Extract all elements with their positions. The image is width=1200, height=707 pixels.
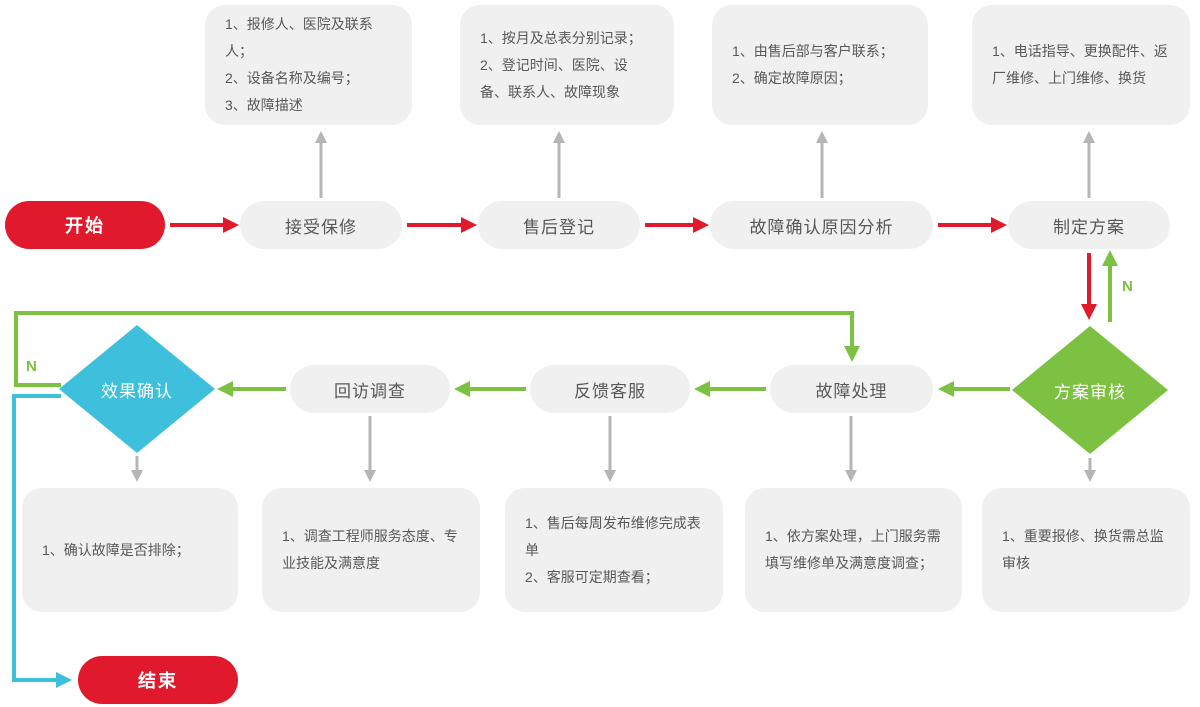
node-confirm-decision: 效果确认 bbox=[59, 325, 215, 453]
note-analyze: 1、由售后部与客户联系； 2、确定故障原因； bbox=[712, 5, 928, 125]
node-analyze: 故障确认原因分析 bbox=[710, 201, 933, 249]
note-line: 1、重要报修、换货需总监审核 bbox=[1002, 528, 1164, 571]
node-label: 效果确认 bbox=[101, 381, 173, 401]
node-register: 售后登记 bbox=[478, 201, 640, 249]
note-plan: 1、电话指导、更换配件、返厂维修、上门维修、换货 bbox=[972, 5, 1190, 125]
note-confirm: 1、确认故障是否排除； bbox=[22, 488, 238, 612]
node-review-decision: 方案审核 bbox=[1012, 326, 1168, 454]
note-review: 1、重要报修、换货需总监审核 bbox=[982, 488, 1190, 612]
node-process: 故障处理 bbox=[770, 365, 933, 413]
node-label: 故障处理 bbox=[815, 381, 888, 401]
note-line: 2、客服可定期查看； bbox=[525, 568, 659, 585]
node-label: 反馈客服 bbox=[574, 381, 646, 401]
note-feedback: 1、售后每周发布维修完成表单 2、客服可定期查看； bbox=[505, 488, 723, 612]
note-line: 1、依方案处理，上门服务需填写维修单及满意度调查； bbox=[765, 528, 941, 571]
note-line: 1、电话指导、更换配件、返厂维修、上门维修、换货 bbox=[992, 43, 1168, 86]
note-line: 2、设备名称及编号； bbox=[225, 70, 359, 86]
node-plan: 制定方案 bbox=[1008, 201, 1170, 249]
node-revisit: 回访调查 bbox=[290, 365, 450, 413]
node-label: 方案审核 bbox=[1054, 382, 1126, 402]
note-line: 1、确认故障是否排除； bbox=[42, 541, 190, 558]
node-end: 结束 bbox=[78, 656, 238, 704]
edge-label-review-no: N bbox=[1122, 278, 1133, 295]
node-feedback: 反馈客服 bbox=[530, 365, 690, 413]
note-register: 1、按月及总表分别记录； 2、登记时间、医院、设备、联系人、故障现象 bbox=[460, 5, 674, 125]
node-label: 故障确认原因分析 bbox=[749, 217, 894, 237]
note-line: 2、登记时间、医院、设备、联系人、故障现象 bbox=[480, 56, 628, 100]
edge-label-confirm-no: N bbox=[26, 358, 37, 375]
node-start: 开始 bbox=[5, 201, 165, 249]
note-revisit: 1、调查工程师服务态度、专业技能及满意度 bbox=[262, 488, 480, 612]
note-line: 1、调查工程师服务态度、专业技能及满意度 bbox=[282, 528, 458, 571]
node-label: 回访调查 bbox=[334, 381, 406, 401]
note-line: 2、确定故障原因； bbox=[732, 70, 852, 86]
note-line: 3、故障描述 bbox=[225, 97, 303, 113]
node-accept: 接受保修 bbox=[240, 201, 402, 249]
note-process: 1、依方案处理，上门服务需填写维修单及满意度调查； bbox=[745, 488, 962, 612]
note-line: 1、报修人、医院及联系人； bbox=[225, 16, 373, 59]
note-accept: 1、报修人、医院及联系人； 2、设备名称及编号； 3、故障描述 bbox=[205, 5, 412, 125]
node-label: 接受保修 bbox=[285, 217, 357, 237]
note-line: 1、由售后部与客户联系； bbox=[732, 43, 894, 59]
note-line: 1、按月及总表分别记录； bbox=[480, 29, 642, 46]
node-label: 结束 bbox=[138, 671, 178, 691]
node-label: 开始 bbox=[65, 216, 105, 236]
node-label: 售后登记 bbox=[523, 217, 595, 237]
note-line: 1、售后每周发布维修完成表单 bbox=[525, 514, 701, 558]
node-label: 制定方案 bbox=[1053, 217, 1125, 237]
